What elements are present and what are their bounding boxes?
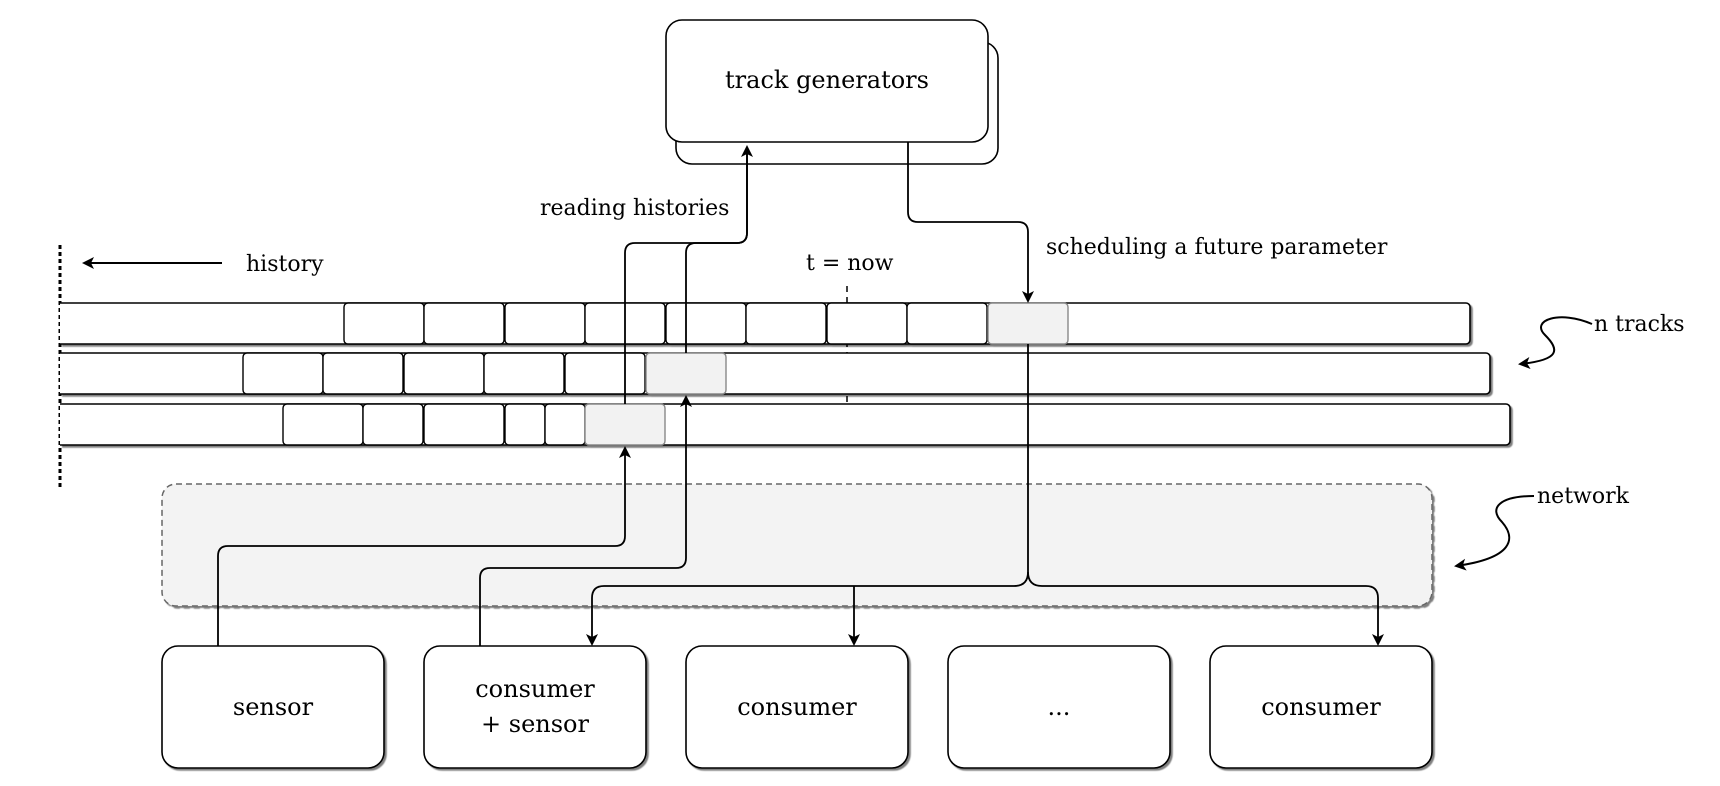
track-1-slot bbox=[504, 302, 586, 345]
track-generators-node: track generators bbox=[665, 19, 999, 165]
track-2 bbox=[60, 352, 1491, 395]
now-label: t = now bbox=[806, 251, 894, 276]
track-2-current-slot bbox=[645, 352, 727, 395]
track-2-slot bbox=[564, 352, 646, 395]
track-1-future-slot bbox=[987, 302, 1069, 345]
track-1-slot bbox=[665, 302, 747, 345]
scheduling-edge bbox=[907, 142, 1034, 303]
consumer-sensor-node: consumer + sensor bbox=[423, 645, 647, 769]
network-label: network bbox=[1537, 484, 1630, 509]
track-3-slot bbox=[282, 403, 364, 446]
track-1-slot bbox=[423, 302, 505, 345]
track-3-current-slot bbox=[584, 403, 666, 446]
track-2-slot bbox=[483, 352, 565, 395]
ellipsis-node: ... bbox=[947, 645, 1171, 769]
reading-histories-label: reading histories bbox=[540, 196, 729, 221]
consumer-sensor-write-edge bbox=[479, 395, 692, 646]
sensor-label: sensor bbox=[233, 693, 314, 721]
consumer-node-last: consumer bbox=[1209, 645, 1433, 769]
n-tracks-pointer bbox=[1518, 316, 1593, 369]
track-generators-label: track generators bbox=[725, 66, 929, 94]
track-1-slot bbox=[343, 302, 425, 345]
consumer-sensor-label-line1: consumer bbox=[475, 675, 595, 703]
consumer-node: consumer bbox=[685, 645, 909, 769]
distribution-edge-consumer-sensor bbox=[586, 571, 1029, 646]
sensor-node: sensor bbox=[161, 645, 385, 769]
track-3-slot bbox=[504, 403, 546, 446]
history-label: history bbox=[246, 252, 324, 277]
consumer-label: consumer bbox=[737, 693, 857, 721]
track-2-slot bbox=[322, 352, 404, 395]
consumer-sensor-label-line2: + sensor bbox=[481, 710, 589, 738]
network-pointer bbox=[1454, 495, 1535, 571]
track-3-slot bbox=[423, 403, 505, 446]
scheduling-label: scheduling a future parameter bbox=[1046, 235, 1388, 260]
track-1-slot bbox=[906, 302, 988, 345]
track-1 bbox=[60, 302, 1471, 345]
consumer-label-last: consumer bbox=[1261, 693, 1381, 721]
n-tracks-label: n tracks bbox=[1594, 312, 1685, 337]
reading-edge-track2 bbox=[685, 147, 748, 353]
track-3-slot bbox=[544, 403, 586, 446]
track-3-slot bbox=[362, 403, 424, 446]
track-3 bbox=[60, 403, 1511, 446]
track-1-slot bbox=[826, 302, 908, 345]
network-area bbox=[161, 483, 1433, 607]
ellipsis-label: ... bbox=[1048, 693, 1071, 721]
sensor-write-edge bbox=[217, 446, 631, 646]
distribution-edge-consumer-last bbox=[1027, 571, 1384, 646]
track-2-slot bbox=[403, 352, 485, 395]
track-2-slot bbox=[242, 352, 324, 395]
track-1-slot bbox=[745, 302, 827, 345]
